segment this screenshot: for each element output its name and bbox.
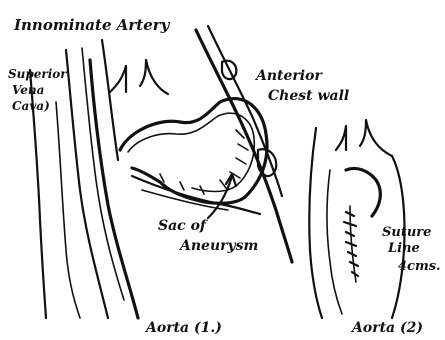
chest-wall-outer: [196, 30, 292, 262]
innominate-artery-outer-wall: [66, 50, 108, 318]
descending-aorta-right: [142, 190, 228, 210]
label-suture-line-3: 4cms.: [398, 259, 441, 274]
label-suture-line-2: Line: [387, 241, 420, 256]
aorta-2-figure: [309, 120, 404, 318]
label-superior-vena-cava-line-2: Vena: [12, 83, 44, 97]
chest-wall-inner: [208, 26, 282, 196]
aorta-2-left-wall: [309, 128, 322, 318]
arch-branch-2-b: [146, 60, 168, 94]
sac-pointer-arrow: [208, 176, 232, 218]
label-innominate-artery: Innominate Artery: [13, 16, 171, 34]
aorta-2-left-inner: [327, 170, 342, 314]
label-superior-vena-cava-line-1: Superior: [8, 67, 68, 81]
label-sac-of-aneurysm-line-1: Sac of: [158, 218, 209, 234]
label-anterior-chest-wall-line-2: Chest wall: [268, 88, 349, 104]
label-sac-of-aneurysm-line-2: Aneurysm: [178, 238, 258, 254]
label-aorta-1: Aorta (1.): [144, 320, 222, 336]
aortic-wall-right: [102, 40, 118, 160]
label-suture-line-1: Suture: [382, 225, 431, 240]
aneurysm-sac-outer: [120, 99, 267, 204]
aorta-2-arch-outer: [346, 168, 380, 216]
arch-branch-1: [110, 66, 126, 92]
superior-vena-cava-inner-line: [56, 102, 80, 318]
aorta-2-branch-1: [336, 126, 346, 150]
label-anterior-chest-wall-line-1: Anterior: [254, 68, 323, 84]
label-superior-vena-cava-line-3: Cava): [12, 99, 50, 113]
label-aorta-2: Aorta (2): [350, 320, 423, 336]
aorta-2-branch-2: [360, 120, 392, 156]
arch-branch-2: [140, 60, 146, 86]
aorta-1-figure: [30, 26, 292, 318]
